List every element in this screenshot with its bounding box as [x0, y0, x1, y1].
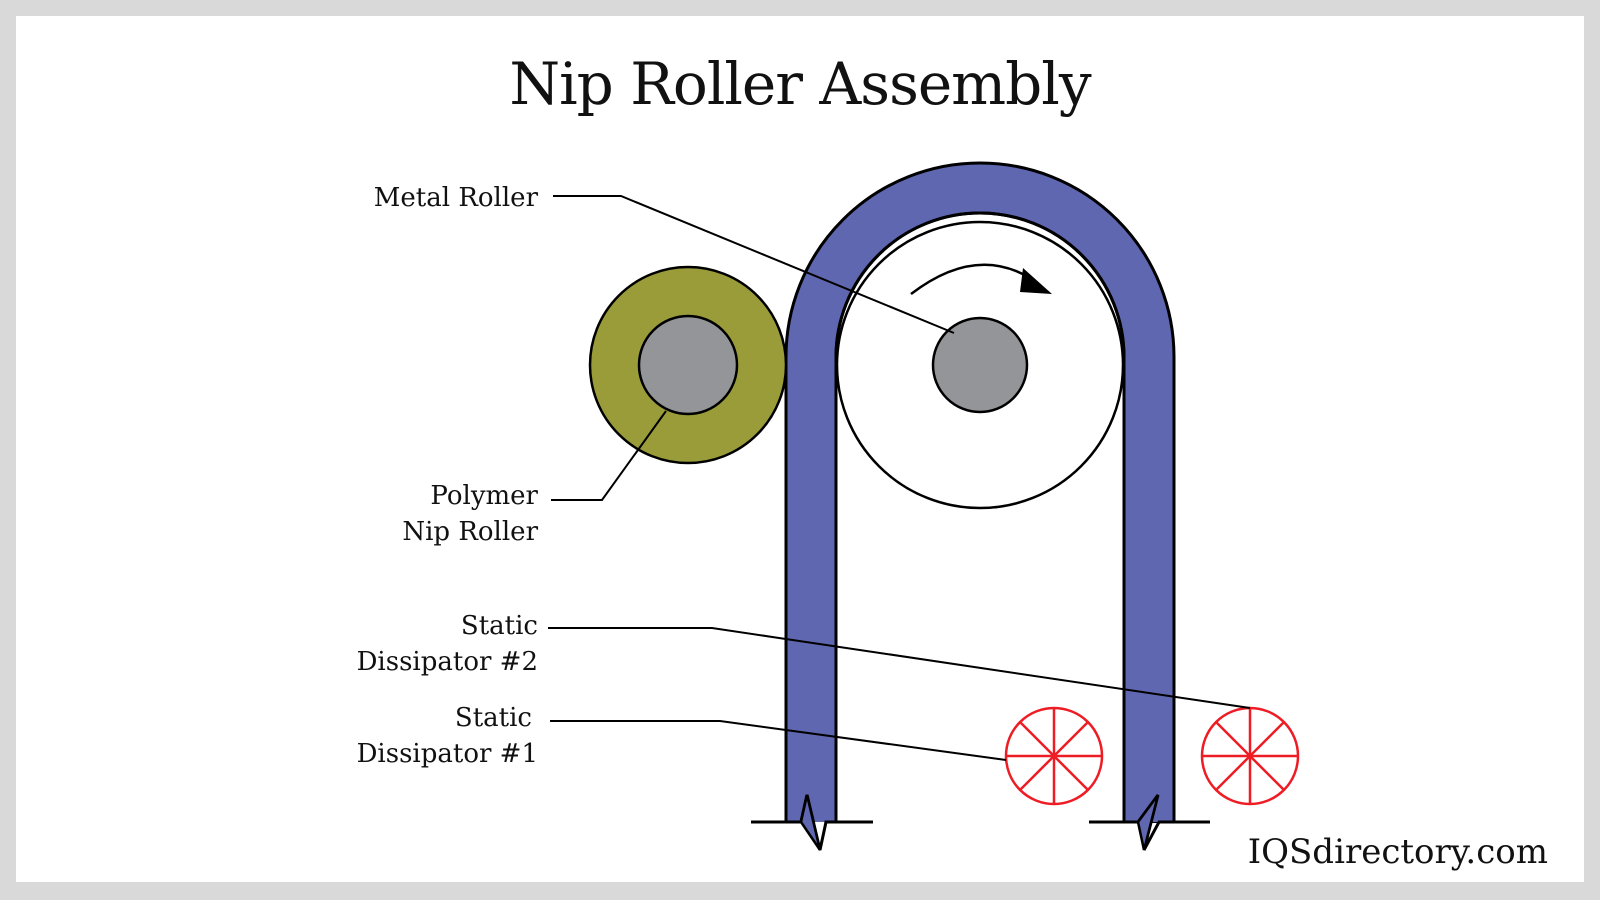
label-static-dissipator-1-line1: Static [454, 703, 532, 733]
leader-static-dissipator-2 [548, 627, 1251, 709]
diagram-title: Nip Roller Assembly [509, 50, 1091, 118]
label-metal-roller: Metal Roller [373, 183, 538, 213]
label-polymer-nip-roller-line1: Polymer [430, 481, 538, 511]
label-polymer-nip-roller-line2: Nip Roller [402, 517, 538, 547]
label-static-dissipator-2-line2: Dissipator #2 [356, 647, 538, 677]
rotation-arrow-icon [910, 263, 1031, 295]
leader-static-dissipator-1 [550, 720, 1007, 761]
leader-metal-roller [553, 195, 955, 334]
static-dissipator-1-icon [1004, 706, 1104, 806]
brand-watermark: IQSdirectory.com [1247, 832, 1548, 872]
metal-roller-core [931, 316, 1029, 414]
label-static-dissipator-2-line1: Static [460, 611, 538, 641]
label-static-dissipator-1-line2: Dissipator #1 [356, 739, 538, 769]
leader-polymer-roller [551, 410, 667, 501]
static-dissipator-2-icon [1200, 706, 1300, 806]
polymer-roller-core [637, 314, 739, 416]
